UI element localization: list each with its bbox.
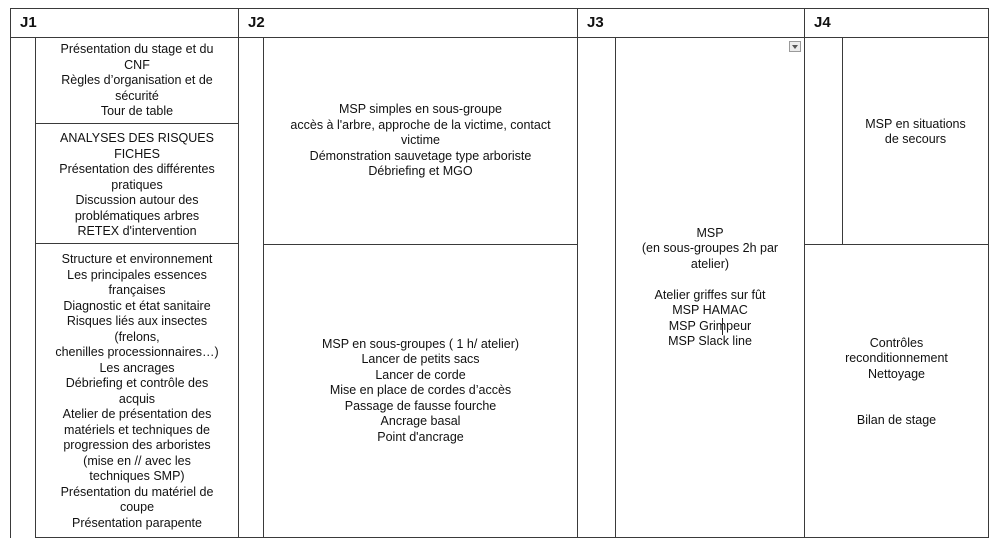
text-line: reconditionnement	[845, 351, 948, 365]
text-line: (frelons,	[114, 329, 160, 344]
grid-line	[238, 8, 239, 538]
text-line: MSP simples en sous-groupe	[338, 102, 503, 117]
text-line: Risques liés aux insectes	[66, 314, 208, 328]
text-line: MSP en sous-groupes ( 1 h/ atelier)	[321, 336, 520, 351]
header-j2: J2	[248, 14, 265, 31]
grid-line	[35, 37, 36, 538]
text-line: Passage de fausse fourche	[344, 398, 497, 413]
text-line: MSP HAMAC	[672, 303, 748, 317]
text-line: Lancer de corde	[375, 367, 466, 382]
text-line: techniques SMP)	[89, 469, 185, 483]
text-line: Lancer de petits sacs	[361, 352, 480, 367]
text-line: coupe	[119, 500, 155, 514]
text-line: Règles d’organisation et de	[61, 73, 213, 87]
text-line: Débriefing et MGO	[368, 164, 473, 179]
text-line: Présentation du stage et du	[60, 42, 214, 56]
j4-session-2[interactable]: Contrôles reconditionnement Nettoyage Bi…	[805, 245, 988, 537]
cell-text: MSP simples en sous-groupe accès à l'arb…	[290, 102, 550, 180]
grid-line	[804, 8, 805, 538]
text-line: MSP en situations	[865, 116, 966, 131]
text-line: FICHES	[114, 146, 160, 161]
grid-line	[842, 37, 843, 244]
j3-session-1[interactable]: MSP (en sous-groupes 2h par atelier) Ate…	[616, 38, 804, 537]
header-j4: J4	[814, 14, 831, 31]
grid-line	[577, 8, 578, 538]
j4-session-1[interactable]: MSP en situations de secours	[843, 38, 988, 244]
text-line: chenilles processionnaires…)	[55, 345, 219, 359]
grid-line	[10, 8, 988, 9]
grid-line	[35, 123, 238, 124]
text-line: MSP Grimpeur	[668, 318, 752, 333]
cell-dropdown-button[interactable]	[789, 41, 801, 52]
grid-line	[263, 244, 577, 245]
text-line: pratiques	[111, 177, 163, 192]
j1-session-2[interactable]: ANALYSES DES RISQUES FICHES Présentation…	[36, 131, 238, 243]
text-line: progression des arboristes	[63, 438, 211, 452]
text-line: accès à l'arbre, approche de la victime,…	[290, 117, 551, 132]
text-line: Les ancrages	[99, 360, 175, 375]
text-line: problématiques arbres	[74, 208, 200, 223]
text-line: matériels et techniques de	[64, 422, 210, 437]
text-line: acquis	[118, 391, 156, 406]
text-line: Diagnostic et état sanitaire	[63, 298, 211, 313]
text-line: de secours	[884, 132, 947, 146]
j2-session-2[interactable]: MSP en sous-groupes ( 1 h/ atelier) Lanc…	[264, 245, 577, 537]
text-line: MSP Slack line	[668, 334, 752, 348]
text-line: (mise en // avec les	[83, 453, 191, 468]
text-line: Atelier de présentation des	[62, 407, 212, 421]
grid-line	[10, 8, 11, 538]
grid-line	[35, 537, 988, 538]
text-line: Démonstration sauvetage type arboriste	[309, 148, 532, 163]
text-line: Ancrage basal	[380, 414, 461, 429]
cell-text: MSP en situations de secours	[865, 117, 966, 148]
text-line: Bilan de stage	[856, 413, 937, 427]
grid-line	[988, 8, 989, 538]
text-line: (en sous-groupes 2h par	[641, 241, 779, 255]
grid-line	[615, 37, 616, 538]
text-line: Présentation du matériel de	[60, 484, 214, 499]
text-line: Présentation parapente	[72, 515, 202, 530]
text-line: Tour de table	[100, 104, 174, 118]
grid-line	[804, 244, 988, 245]
cell-text: Contrôles reconditionnement Nettoyage Bi…	[845, 336, 948, 429]
header-j3: J3	[587, 14, 604, 31]
j1-session-1[interactable]: Présentation du stage et du CNF Règles d…	[36, 42, 238, 123]
cell-text: ANALYSES DES RISQUES FICHES Présentation…	[59, 131, 214, 240]
text-line: Présentation des différentes	[59, 162, 215, 176]
cell-text: MSP (en sous-groupes 2h par atelier) Ate…	[642, 226, 778, 350]
text-line: Atelier griffes sur fût	[654, 287, 766, 302]
grid-line	[10, 37, 988, 38]
cell-text: Présentation du stage et du CNF Règles d…	[61, 42, 214, 120]
header-j1: J1	[20, 14, 37, 31]
text-line: françaises	[108, 283, 166, 297]
text-line: victime	[401, 133, 440, 148]
j2-session-1[interactable]: MSP simples en sous-groupe accès à l'arb…	[264, 38, 577, 244]
cell-text: Structure et environnement Les principal…	[55, 252, 218, 531]
text-line: MSP	[696, 225, 724, 240]
text-line: CNF	[124, 57, 150, 72]
text-line: Discussion autour des	[75, 193, 199, 207]
text-line: Débriefing et contrôle des	[65, 376, 209, 390]
text-line: Contrôles	[869, 335, 924, 350]
text-line: ANALYSES DES RISQUES	[60, 131, 214, 145]
grid-line	[263, 37, 264, 538]
text-cursor	[722, 318, 723, 335]
text-line: Mise en place de cordes d’accès	[329, 383, 512, 398]
cell-text: MSP en sous-groupes ( 1 h/ atelier) Lanc…	[322, 337, 519, 446]
text-line: sécurité	[115, 88, 159, 103]
text-line: RETEX d'intervention	[77, 224, 197, 238]
j1-session-3[interactable]: Structure et environnement Les principal…	[36, 252, 238, 536]
text-line: Structure et environnement	[61, 252, 213, 266]
text-line: Nettoyage	[868, 366, 925, 381]
grid-line	[35, 243, 238, 244]
text-line: Point d'ancrage	[377, 429, 464, 444]
text-line: atelier)	[690, 256, 730, 271]
text-line: Les principales essences	[67, 267, 207, 282]
